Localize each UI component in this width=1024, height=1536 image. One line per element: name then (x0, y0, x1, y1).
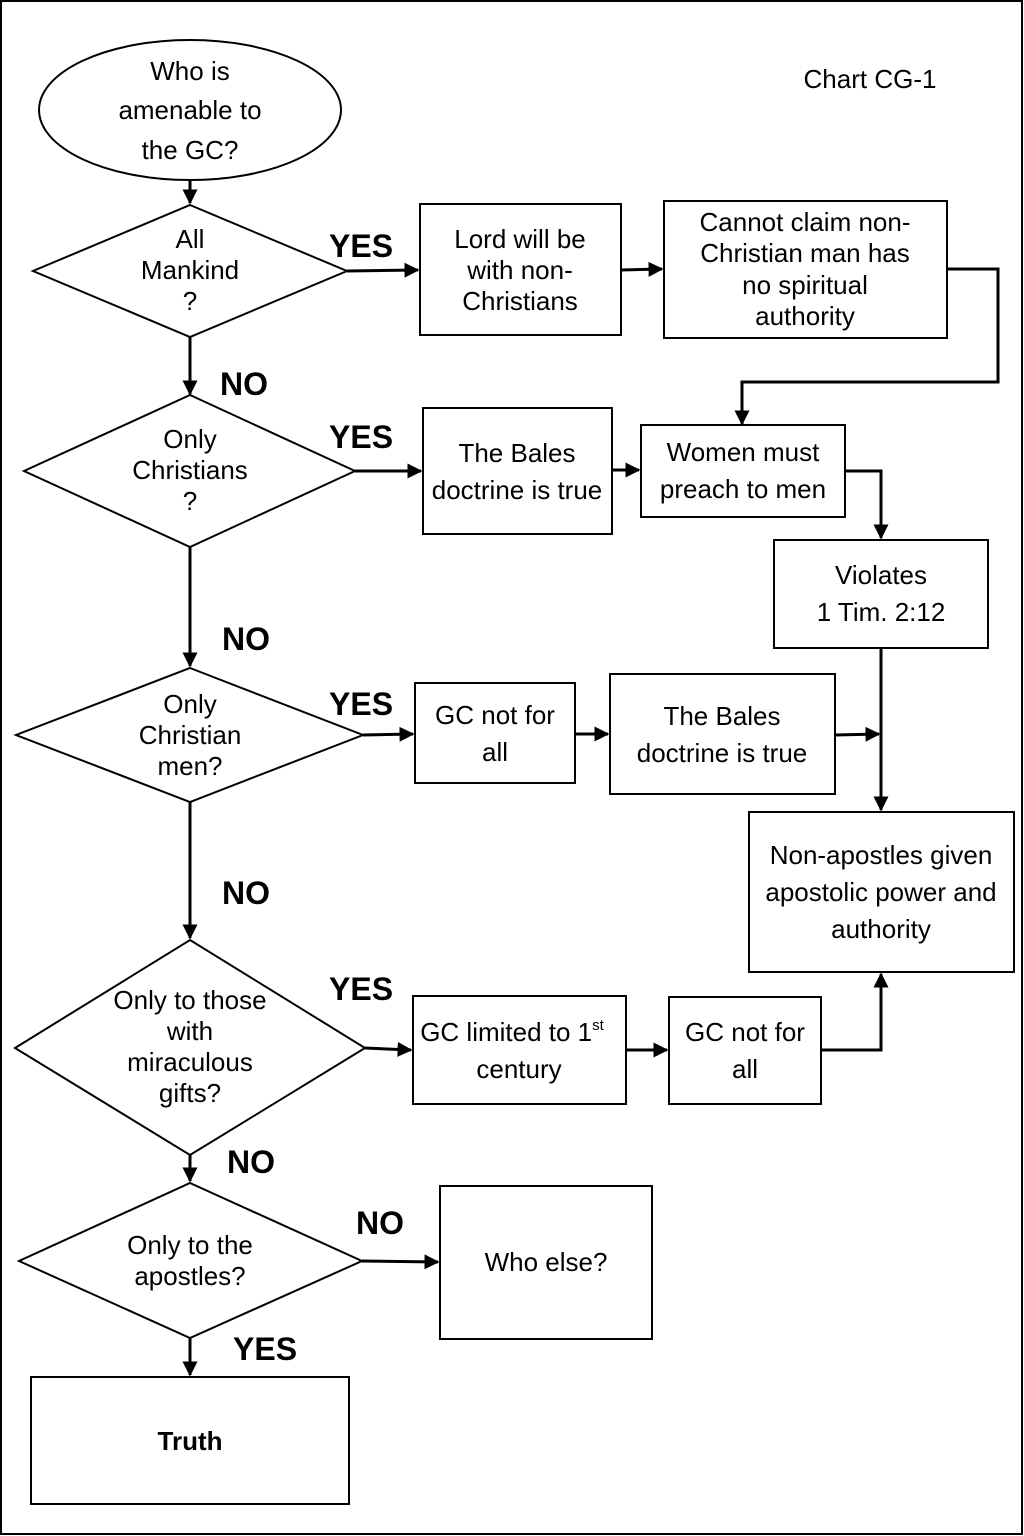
decision-only-christians-label: ? (183, 486, 197, 516)
box-cannot-claim-label: no spiritual (742, 270, 868, 300)
box-lord-label: Lord will be (454, 224, 586, 254)
box-cannot-claim-label: Cannot claim non- (700, 207, 911, 237)
edge-label-yes: YES (329, 419, 393, 455)
arrow-women-to-violates (845, 469, 889, 540)
node-labels: Who is amenable to the GC? All Mankind ?… (113, 56, 996, 1456)
arrow-gcnot2-to-nonapostles (821, 972, 889, 1052)
decision-only-christian-men-label: Only (163, 689, 216, 719)
arrow-q4-yes (364, 1041, 413, 1057)
decision-only-miraculous-label: with (166, 1016, 213, 1046)
decision-only-christians (21, 393, 358, 549)
chart-label: Chart CG-1 (804, 64, 937, 94)
edge-label-no: NO (222, 621, 270, 657)
box-bales-true-1-label: The Bales (458, 438, 575, 468)
decision-only-christians-label: Christians (132, 455, 248, 485)
edge-label-no: NO (227, 1144, 275, 1180)
box-gc-limited-label: GC limited to 1st (420, 1017, 604, 1047)
box-lord-label: with non- (466, 255, 573, 285)
decision-only-christian-men-label: men? (157, 751, 222, 781)
start-label-line: amenable to (118, 95, 261, 125)
box-nonapostles-label: authority (831, 914, 931, 944)
box-gc-not-for-all-2-label: GC not for (685, 1017, 805, 1047)
decision-only-apostles-label: apostles? (134, 1261, 245, 1291)
box-violates-label: Violates (835, 560, 927, 590)
decision-only-apostles (16, 1181, 365, 1340)
decision-all-mankind (30, 203, 350, 339)
arrow-cannot-to-women (734, 267, 1000, 426)
decision-only-miraculous-label: miraculous (127, 1047, 253, 1077)
box-who-else-label: Who else? (485, 1247, 608, 1277)
box-lord-label: Christians (462, 286, 578, 316)
edge-label-yes: YES (329, 686, 393, 722)
decision-only-miraculous-label: gifts? (159, 1078, 221, 1108)
decision-only-christian-men (13, 666, 366, 804)
edge-label-yes: YES (233, 1331, 297, 1367)
box-bales-true-2-label: doctrine is true (637, 738, 808, 768)
box-bales-true-2-label: The Bales (663, 701, 780, 731)
arrow-q3-yes (362, 726, 415, 742)
box-gc-limited-label: century (476, 1054, 561, 1084)
box-violates (773, 539, 989, 649)
box-bales-true-1-label: doctrine is true (432, 475, 603, 505)
decision-only-christians-label: Only (163, 424, 216, 454)
decision-only-miraculous-label: Only to those (113, 985, 266, 1015)
box-bales-true-1 (422, 407, 613, 535)
box-gc-not-for-all-1 (414, 682, 576, 784)
decision-all-mankind-label: ? (183, 286, 197, 316)
decision-only-miraculous (13, 938, 367, 1157)
start-label-line: Who is (150, 56, 229, 86)
edge-label-no: NO (356, 1205, 404, 1241)
arrow-bales2-to-spine (834, 726, 881, 742)
start-label-line: the GC? (142, 135, 239, 165)
box-gc-not-for-all-1-label: GC not for (435, 700, 555, 730)
box-lord-with-nonchristians (419, 203, 622, 336)
decision-only-christian-men-label: Christian (139, 720, 242, 750)
box-bales-true-2 (609, 673, 836, 795)
box-nonapostles-label: apostolic power and (765, 877, 996, 907)
box-who-else (439, 1185, 653, 1340)
box-violates-label: 1 Tim. 2:12 (817, 597, 946, 627)
shapes (13, 39, 1015, 1505)
box-nonapostles-label: Non-apostles given (770, 840, 993, 870)
box-truth (30, 1376, 350, 1505)
arrow-q5-no (361, 1254, 440, 1270)
box-gc-not-for-all-2-label: all (732, 1054, 758, 1084)
box-cannot-claim-label: Christian man has (700, 238, 910, 268)
edge-labels: YES NO YES NO YES NO YES NO NO YES (220, 228, 404, 1367)
start-ellipse (38, 39, 342, 181)
edge-label-no: NO (220, 366, 268, 402)
decision-only-apostles-label: Only to the (127, 1230, 253, 1260)
box-women-preach (640, 424, 846, 518)
box-cannot-claim (663, 200, 948, 339)
connectors (182, 180, 1000, 1377)
edge-label-yes: YES (329, 971, 393, 1007)
edge-label-yes: YES (329, 228, 393, 264)
box-nonapostles (748, 811, 1015, 973)
box-gc-not-for-all-1-label: all (482, 737, 508, 767)
box-women-preach-label: preach to men (660, 474, 826, 504)
box-truth-label: Truth (158, 1426, 223, 1456)
box-women-preach-label: Women must (667, 437, 820, 467)
box-cannot-claim-label: authority (755, 301, 855, 331)
edge-label-no: NO (222, 875, 270, 911)
arrow-lord-to-cannot (620, 261, 664, 277)
box-gc-limited (412, 995, 627, 1105)
arrow-q1-yes (346, 262, 420, 278)
box-gc-not-for-all-2 (668, 996, 822, 1105)
decision-all-mankind-label: All (176, 224, 205, 254)
decision-all-mankind-label: Mankind (141, 255, 239, 285)
